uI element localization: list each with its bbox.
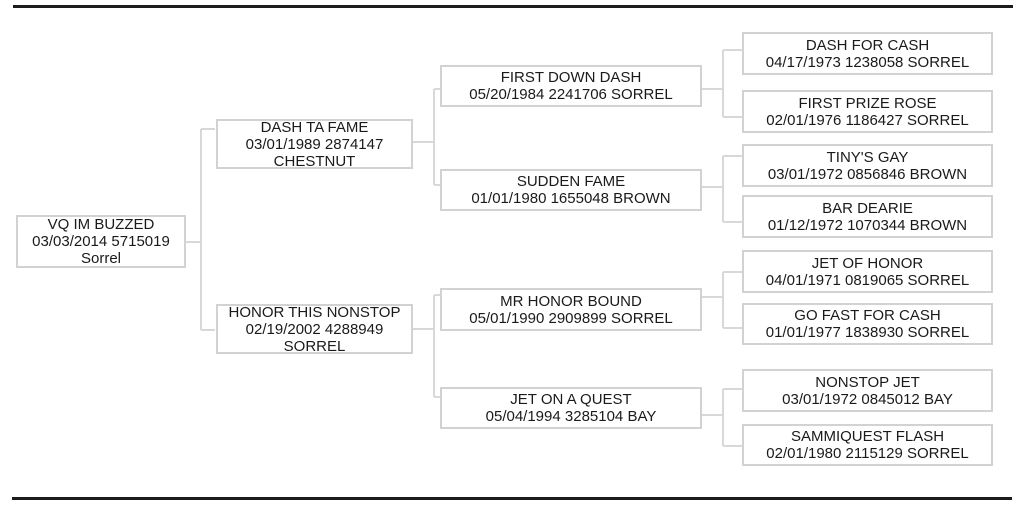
pedigree-node-jet-on-a-quest: JET ON A QUEST 05/04/1994 3285104 BAY: [440, 387, 702, 429]
connector-mr-honor-bound-to-gen4: [702, 271, 742, 329]
pedigree-node-mr-honor-bound: MR HONOR BOUND 05/01/1990 2909899 SORREL: [440, 288, 702, 331]
horse-reg: 01/01/1980 1655048 BROWN: [471, 190, 671, 207]
horse-reg: 01/12/1972 1070344 BROWN: [767, 216, 968, 234]
pedigree-node-bar-dearie: BAR DEARIE 01/12/1972 1070344 BROWN: [742, 195, 993, 238]
horse-name: SUDDEN FAME: [516, 173, 626, 190]
pedigree-node-sammiquest-flash: SAMMIQUEST FLASH 02/01/1980 2115129 SORR…: [742, 424, 993, 466]
horse-name: BAR DEARIE: [822, 199, 913, 217]
connector-sudden-fame-to-gen4: [702, 155, 742, 223]
pedigree-node-go-fast-for-cash: GO FAST FOR CASH 01/01/1977 1838930 SORR…: [742, 303, 993, 345]
horse-color: Sorrel: [80, 250, 121, 267]
horse-reg: 03/01/1989 2874147: [245, 135, 384, 153]
horse-reg: 02/01/1980 2115129 SORREL: [766, 445, 969, 462]
horse-name: VQ IM BUZZED: [47, 216, 155, 233]
horse-name: HONOR THIS NONSTOP: [228, 303, 401, 321]
pedigree-node-first-prize-rose: FIRST PRIZE ROSE 02/01/1976 1186427 SORR…: [742, 90, 993, 133]
pedigree-node-vq-im-buzzed: VQ IM BUZZED 03/03/2014 5715019 Sorrel: [16, 215, 186, 268]
horse-reg: 03/01/1972 0856846 BROWN: [767, 165, 968, 183]
horse-reg: 04/17/1973 1238058 SORREL: [765, 53, 970, 71]
horse-reg: 02/01/1976 1186427 SORREL: [766, 111, 969, 129]
connector-dam-to-gen3: [413, 294, 440, 398]
horse-name: TINY'S GAY: [826, 148, 909, 166]
horse-name: MR HONOR BOUND: [500, 292, 642, 310]
horse-reg: 05/20/1984 2241706 SORREL: [469, 86, 673, 103]
horse-reg: 03/03/2014 5715019: [32, 233, 170, 250]
bottom-rule: [12, 497, 1012, 500]
horse-name: FIRST DOWN DASH: [500, 69, 642, 86]
horse-reg: 05/01/1990 2909899 SORREL: [469, 309, 673, 327]
connector-subject-to-gen2: [186, 128, 215, 331]
horse-reg: 02/19/2002 4288949: [245, 320, 384, 338]
pedigree-node-honor-this-nonstop: HONOR THIS NONSTOP 02/19/2002 4288949 SO…: [216, 303, 413, 355]
horse-name: FIRST PRIZE ROSE: [798, 94, 937, 112]
connector-jet-on-a-quest-to-gen4: [702, 388, 742, 447]
horse-name: DASH FOR CASH: [805, 36, 930, 54]
horse-name: SAMMIQUEST FLASH: [790, 428, 945, 445]
connector-first-down-dash-to-gen4: [702, 49, 742, 118]
pedigree-node-dash-for-cash: DASH FOR CASH 04/17/1973 1238058 SORREL: [742, 32, 993, 75]
horse-name: JET OF HONOR: [811, 254, 924, 272]
horse-name: GO FAST FOR CASH: [794, 307, 941, 324]
pedigree-node-jet-of-honor: JET OF HONOR 04/01/1971 0819065 SORREL: [742, 250, 993, 293]
horse-reg: 04/01/1971 0819065 SORREL: [765, 271, 970, 289]
horse-reg: 01/01/1977 1838930 SORREL: [765, 324, 970, 341]
horse-name: NONSTOP JET: [815, 373, 920, 391]
horse-name: JET ON A QUEST: [510, 391, 632, 408]
connector-sire-to-gen3: [413, 88, 440, 186]
horse-reg: 05/04/1994 3285104 BAY: [485, 408, 657, 425]
pedigree-node-nonstop-jet: NONSTOP JET 03/01/1972 0845012 BAY: [742, 369, 993, 412]
pedigree-node-first-down-dash: FIRST DOWN DASH 05/20/1984 2241706 SORRE…: [440, 65, 702, 107]
horse-name: DASH TA FAME: [260, 118, 369, 136]
horse-reg: 03/01/1972 0845012 BAY: [782, 390, 953, 408]
pedigree-node-dash-ta-fame: DASH TA FAME 03/01/1989 2874147 CHESTNUT: [216, 118, 413, 170]
pedigree-node-sudden-fame: SUDDEN FAME 01/01/1980 1655048 BROWN: [440, 169, 702, 211]
horse-color: SORREL: [283, 337, 346, 355]
top-rule: [13, 5, 1013, 8]
pedigree-node-tinys-gay: TINY'S GAY 03/01/1972 0856846 BROWN: [742, 144, 993, 187]
horse-color: CHESTNUT: [273, 152, 356, 170]
